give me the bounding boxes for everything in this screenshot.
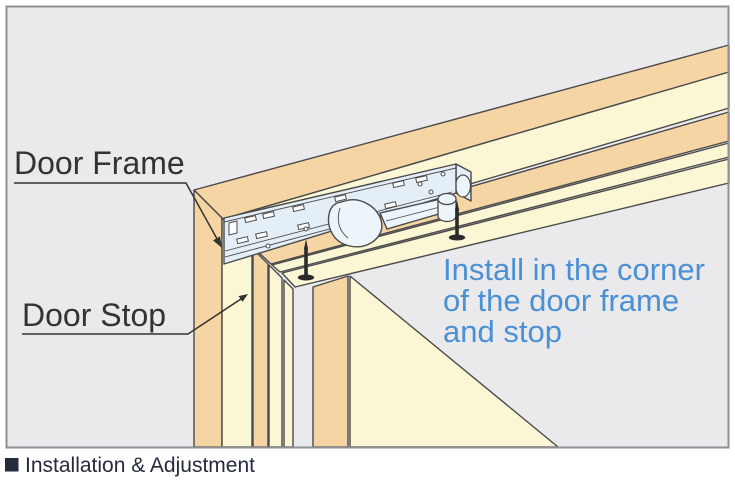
closer-end-tab xyxy=(228,220,238,236)
closer-cam-contour xyxy=(337,207,349,239)
screw-shaft xyxy=(455,208,459,236)
mounting-slot xyxy=(236,236,250,245)
door-frame-label: Door Frame xyxy=(14,145,185,181)
screw-tip xyxy=(455,200,459,210)
mounting-slot xyxy=(255,231,269,240)
door-frame-arrowhead-icon xyxy=(213,236,222,248)
mounting-screw xyxy=(448,200,466,241)
panel-border xyxy=(5,5,730,449)
mounting-slot xyxy=(392,180,406,189)
mounting-slot xyxy=(384,201,398,210)
section-caption: Installation & Adjustment xyxy=(5,454,255,477)
screw-hole xyxy=(265,243,271,249)
door-stop-jamb-edge xyxy=(283,279,294,448)
mounting-slot xyxy=(244,215,258,224)
mounting-slot xyxy=(415,175,429,184)
install-note-line1: Install in the corner xyxy=(443,252,705,287)
install-note-line2: of the door frame xyxy=(443,283,679,318)
mounting-slot xyxy=(292,204,306,213)
door-stop-leader-line xyxy=(22,296,245,335)
closer-end-boss xyxy=(454,174,472,198)
mounting-slot xyxy=(334,194,348,203)
screw-tip xyxy=(304,239,308,249)
screw-holes xyxy=(265,171,446,249)
callouts xyxy=(14,182,248,335)
closer-arm-edge xyxy=(385,205,445,222)
screw-hole xyxy=(417,181,423,187)
closer-plate-edge xyxy=(223,167,457,223)
mounting-screw xyxy=(297,239,315,281)
screw-head xyxy=(297,274,315,281)
section-bullet-icon xyxy=(5,458,19,472)
mounting-slots xyxy=(236,175,429,245)
caption-text: Installation & Adjustment xyxy=(25,454,255,477)
door-edge xyxy=(312,275,349,448)
screw-head xyxy=(448,234,466,241)
mounting-screws xyxy=(297,200,466,281)
mounting-slot xyxy=(262,211,276,220)
door-stop-label: Door Stop xyxy=(22,297,166,333)
screw-hole xyxy=(428,189,434,195)
door-frame-leader-line xyxy=(14,182,222,247)
door-stop-jamb xyxy=(252,248,269,448)
door xyxy=(312,275,559,448)
door-stop-jamb-face xyxy=(268,264,283,448)
screw-hole xyxy=(440,171,446,177)
install-note-line3: and stop xyxy=(443,314,562,349)
closer-cam xyxy=(327,199,383,248)
closer-pivot-top xyxy=(437,192,457,206)
screw-shaft xyxy=(304,247,308,276)
door-frame-jamb-outer xyxy=(193,189,223,448)
door-closer xyxy=(223,163,472,265)
screw-hole xyxy=(303,226,309,232)
door-stop-arrowhead-icon xyxy=(238,294,248,302)
